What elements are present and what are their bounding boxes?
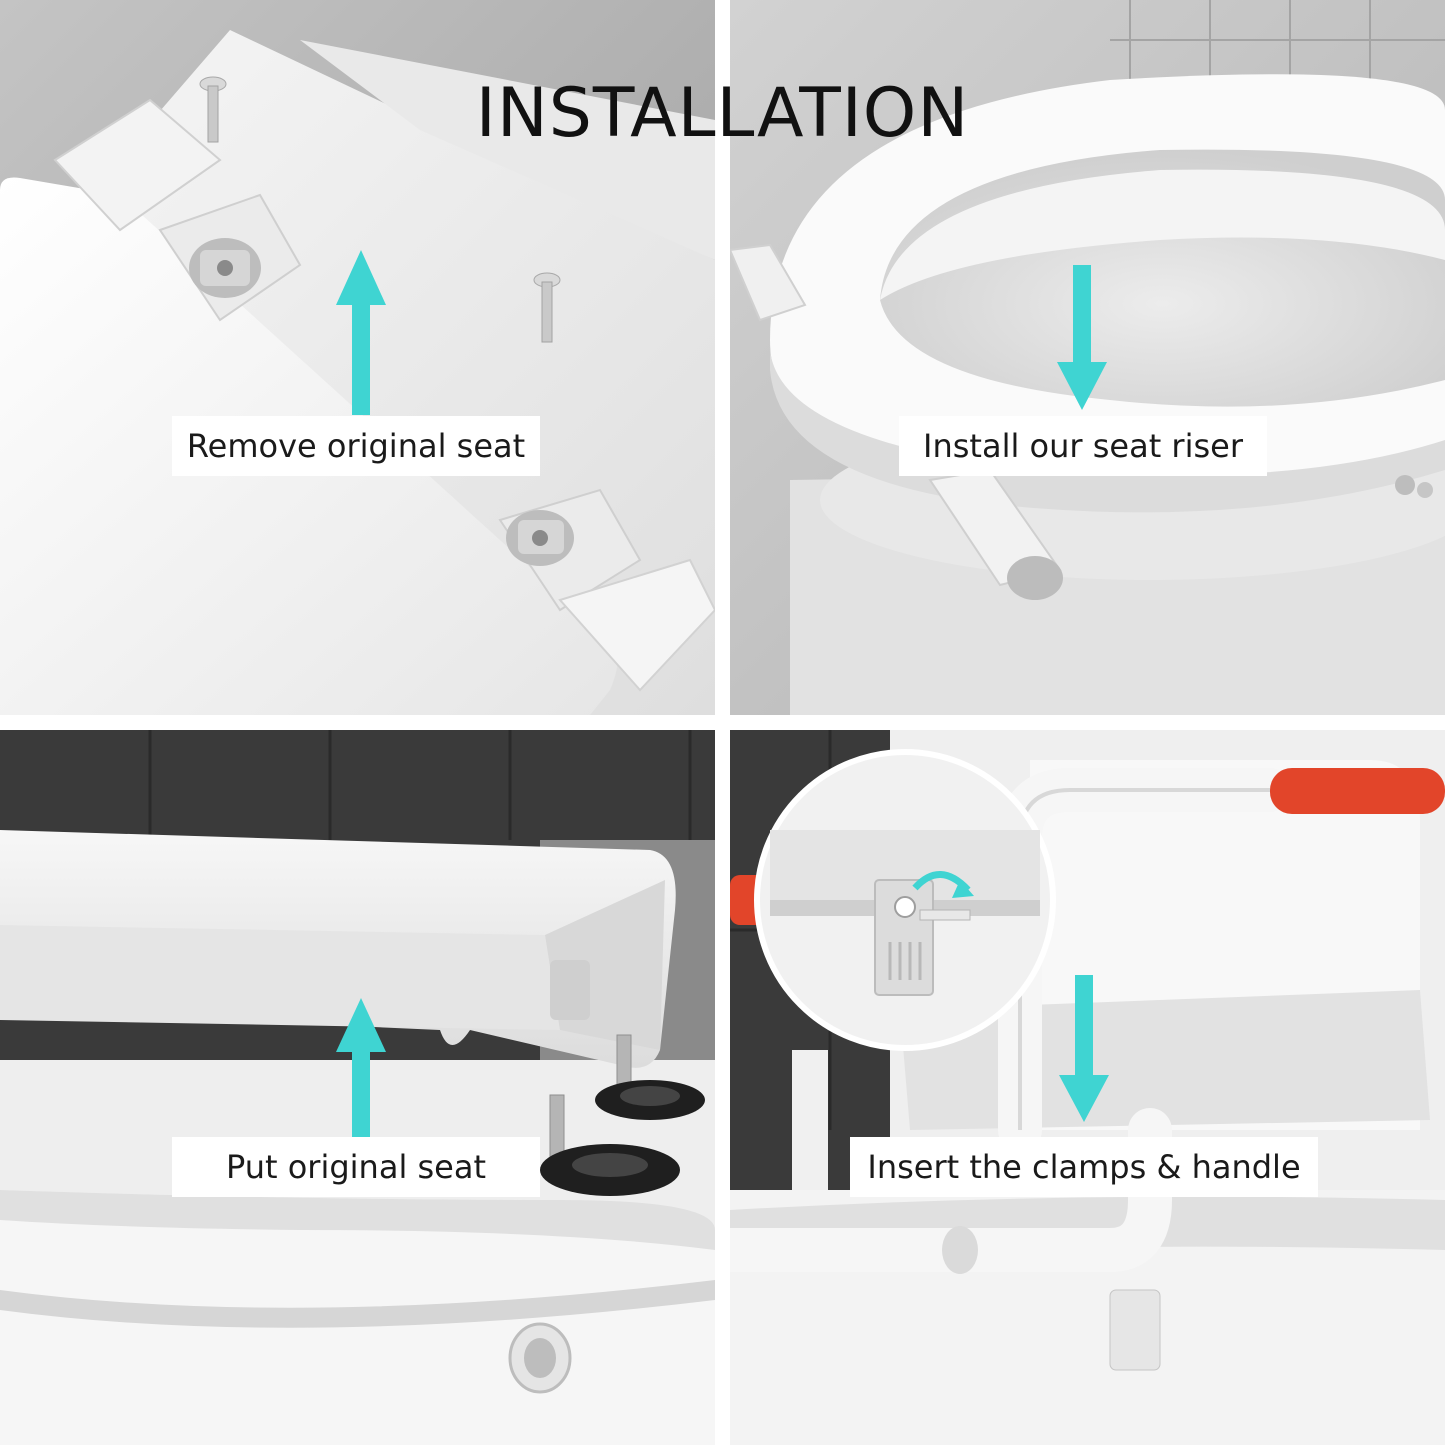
step-label: Install our seat riser [899, 416, 1267, 476]
hinge-bolt-icon [595, 1034, 705, 1120]
step-label: Insert the clamps & handle [850, 1137, 1318, 1197]
down-arrow-icon [1057, 265, 1107, 410]
riser-tube-left [730, 243, 1063, 600]
up-arrow-icon [336, 250, 386, 415]
step-panel-remove-seat: Remove original seat [0, 0, 715, 715]
step-label: Put original seat [172, 1137, 540, 1197]
step-illustration-insert-clamps [730, 730, 1445, 1445]
step-label: Remove original seat [172, 416, 540, 476]
step-panel-install-riser: Install our seat riser [730, 0, 1445, 715]
detail-zoom-circle [754, 749, 1056, 1051]
screw-icon [533, 272, 561, 343]
page-title: INSTALLATION [475, 74, 970, 153]
step-panel-insert-clamps: Insert the clamps & handle [730, 730, 1445, 1445]
step-illustration-put-seat [0, 730, 715, 1445]
down-arrow-icon [1059, 975, 1109, 1122]
hinge-bolt-icon [540, 1094, 680, 1196]
up-arrow-icon [336, 998, 386, 1145]
screw-icon [199, 76, 227, 143]
step-panel-put-seat: Put original seat [0, 730, 715, 1445]
